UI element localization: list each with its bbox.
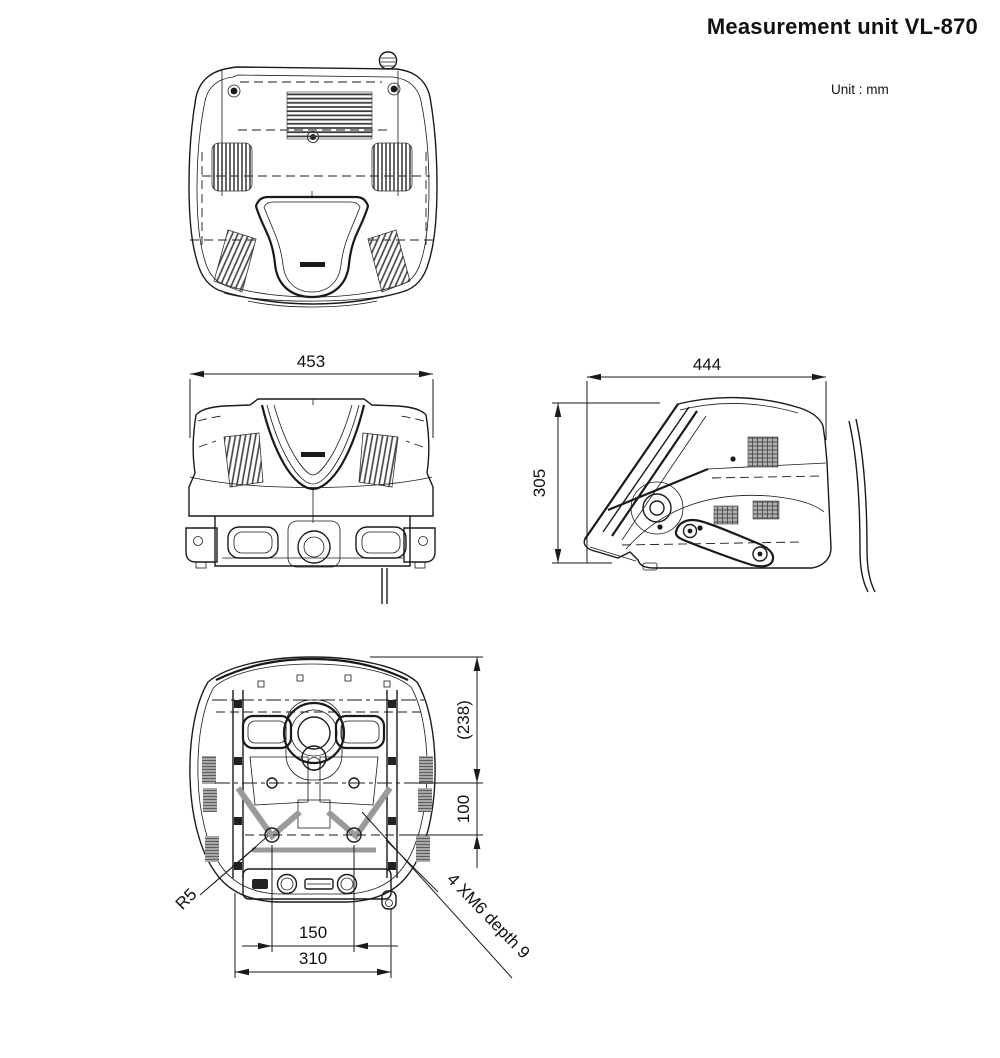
dim-side-height: 305 [530, 402, 660, 564]
front-cable [381, 568, 388, 604]
front-left-slot [227, 526, 279, 559]
bottom-rails [232, 690, 398, 878]
bottom-side-grips [202, 756, 433, 862]
top-left-diag-vent [213, 229, 257, 293]
side-lower-vent-2 [752, 500, 780, 520]
side-cable [848, 418, 876, 593]
top-right-vent [371, 142, 413, 192]
top-hood [254, 191, 370, 299]
bottom-foot-tab [381, 890, 397, 910]
bottom-lens-assembly [282, 699, 346, 781]
front-view: 453 [185, 352, 436, 604]
dim-rear-upper-label: (238) [454, 700, 473, 740]
side-knob [630, 481, 684, 535]
side-view: 444 305 [530, 355, 876, 593]
bottom-mount-holes [264, 777, 362, 843]
bottom-view: (238) 100 150 310 R5 [172, 656, 534, 979]
bottom-connector-panel [242, 868, 392, 900]
side-lower-vent-1 [713, 505, 739, 525]
dim-hole-pitch-150-label: 150 [299, 923, 327, 942]
dim-side-width-label: 444 [693, 355, 721, 374]
dim-side-width: 444 [586, 355, 827, 563]
dim-front-width: 453 [189, 352, 434, 438]
side-upper-vent [747, 436, 779, 468]
top-grille-vent [286, 91, 373, 140]
front-body-outline [188, 398, 434, 517]
front-right-slot [355, 526, 407, 559]
antenna [377, 51, 399, 70]
dim-mount-width-310: 310 [234, 893, 392, 978]
side-body [583, 396, 832, 571]
dim-pitch-100-label: 100 [454, 795, 473, 823]
bottom-top-holes [257, 674, 391, 688]
front-windshield-mark [301, 452, 325, 457]
callout-r5-label: R5 [172, 885, 201, 914]
top-left-vent [211, 142, 253, 192]
unit-label: Unit : mm [831, 82, 889, 97]
dim-mount-width-310-label: 310 [299, 949, 327, 968]
front-lower-assembly [185, 516, 436, 569]
front-lens [287, 520, 341, 568]
dim-front-width-label: 453 [297, 352, 325, 371]
top-right-diag-vent [367, 229, 411, 293]
dim-rear-heights: (238) 100 [454, 657, 481, 868]
bottom-body-outline [189, 656, 436, 903]
bottom-right-slot [334, 714, 386, 750]
front-right-vent [358, 432, 399, 488]
top-view [188, 51, 438, 308]
front-left-vent [223, 432, 264, 488]
dim-hole-pitch-150: 150 [242, 845, 398, 952]
top-body-outline [188, 66, 438, 305]
page-title: Measurement unit VL-870 [706, 14, 978, 39]
callout-mount-holes: 4 XM6 depth 9 [361, 811, 534, 979]
side-handle-arm [674, 518, 775, 568]
dim-side-height-label: 305 [530, 469, 549, 497]
top-hood-mark [300, 262, 325, 267]
bottom-mount-plate [235, 756, 393, 853]
front-windshield [260, 399, 366, 523]
callout-xm6-label: 4 XM6 depth 9 [443, 870, 533, 963]
